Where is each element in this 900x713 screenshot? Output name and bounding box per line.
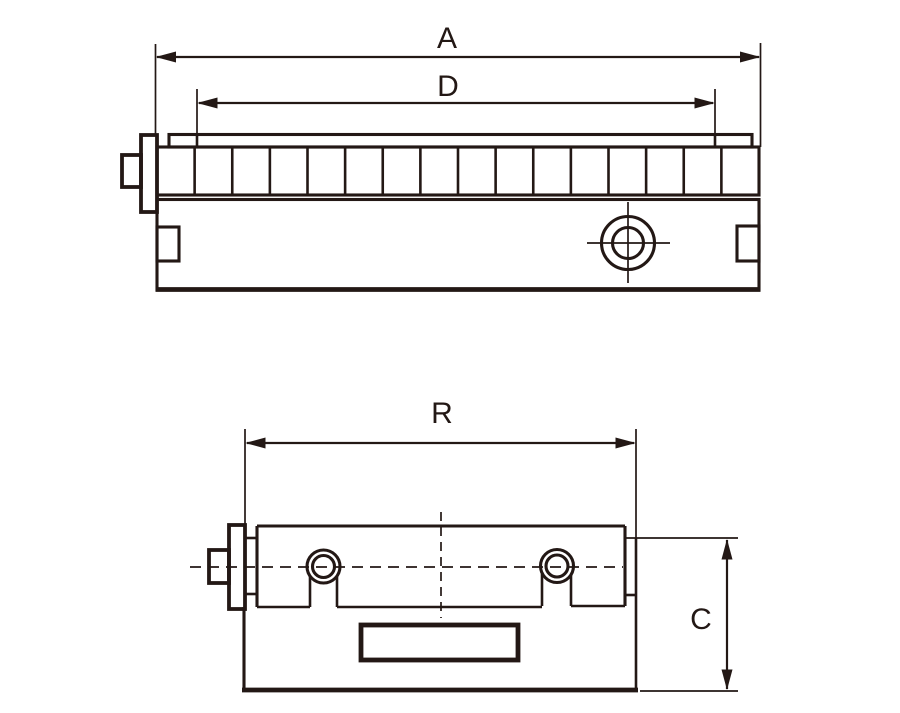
dimension-r: R: [244, 397, 637, 538]
dim-d-arrow-left: [197, 97, 218, 109]
bolt-hole-right-outer: [538, 547, 576, 585]
dim-d-arrow-right: [694, 97, 715, 109]
dim-a-label: A: [437, 22, 457, 55]
base-outline: [155, 197, 761, 292]
dim-r-arrow-left: [245, 437, 266, 449]
upper-plate: [244, 524, 636, 609]
dim-c-arrow-top: [721, 539, 733, 560]
side-base: [242, 538, 638, 693]
dim-r-label: R: [431, 397, 453, 430]
bolt-hole-right-inner: [544, 553, 570, 579]
dimension-c: C: [625, 537, 738, 692]
clamp-lug-right: [735, 224, 761, 263]
dim-d-label: D: [437, 70, 459, 103]
dim-a-arrow-right: [740, 51, 761, 63]
dim-c-arrow-bottom: [721, 669, 733, 690]
front-flange: [139, 133, 159, 214]
dimension-d: D: [196, 70, 716, 147]
dim-c-label: C: [690, 603, 712, 636]
dim-r-arrow-right: [615, 437, 636, 449]
handle-recess: [358, 622, 521, 663]
counterbore-hole: [587, 202, 670, 283]
base-body: [155, 197, 761, 292]
dim-a-arrow-left: [155, 51, 176, 63]
front-knob: [120, 153, 143, 189]
serrated-band: [155, 145, 761, 197]
top-plate-outline: [167, 132, 754, 149]
bolt-hole-right: [538, 547, 576, 585]
top-plate: [167, 132, 754, 149]
clamp-lug-left: [155, 225, 181, 263]
front-view: A D: [120, 22, 762, 292]
side-view: R: [190, 397, 738, 693]
rib-divider-lines: [193, 147, 723, 195]
mounting-slots: [308, 574, 573, 607]
dimension-a: A: [154, 22, 762, 147]
